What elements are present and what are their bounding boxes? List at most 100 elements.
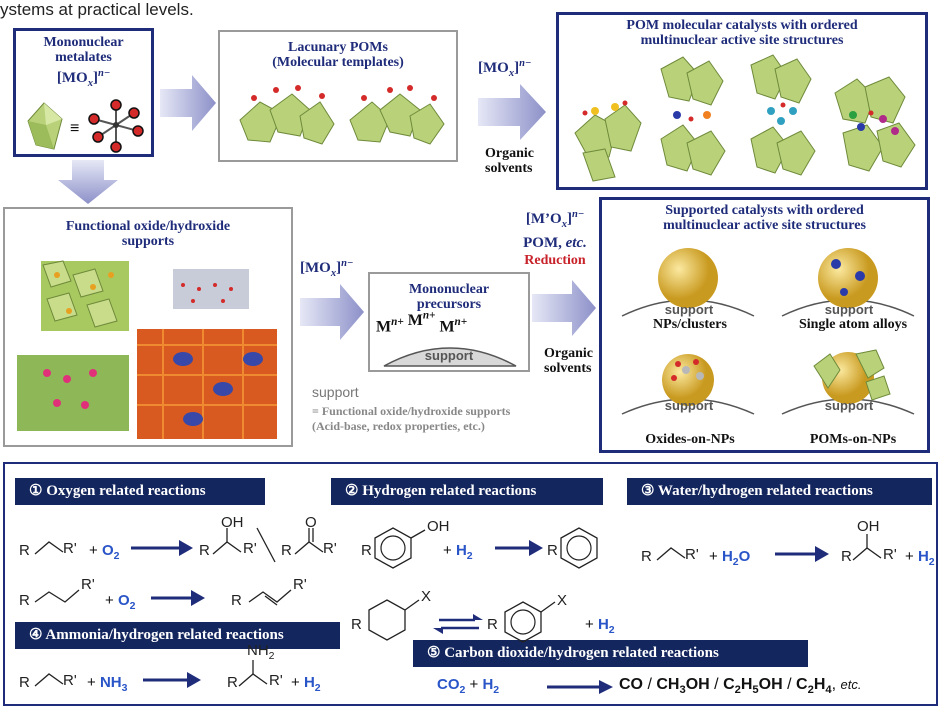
supported-title-2: multinuclear active site structures [663,218,866,233]
label-nps-clusters: NPs/clusters [653,317,727,332]
functional-title-1: Functional oxide/hydroxide [65,219,231,234]
r3-rp: R' [685,546,699,563]
r2-h2: + H2 [443,542,473,562]
r1b-r2: R [231,592,242,609]
arrow-right-3 [300,284,364,340]
r1a-r3: R [281,542,292,559]
r4-nh2: NH2 [247,642,275,662]
r3-rp2: R' [883,546,897,563]
arrow-right-4 [532,280,596,336]
r1a-o: O [305,514,317,531]
r4-r: R [19,674,30,691]
pom-catalysts-title-2: multinuclear active site structures [640,33,844,48]
r3-h2: + H2 [905,548,935,568]
support-structures [17,260,277,439]
r2-r4: R [487,616,498,633]
support-label-3: support [664,398,714,413]
r1a-r2: R [199,542,210,559]
r3-h2o: + H2O [709,548,751,568]
lacunary-title-1: Lacunary POMs [288,40,388,55]
r1a-r: R [19,542,30,559]
mononuclear-title-2: metalates [55,50,112,65]
precursor-support-label: support [424,348,474,363]
r5-products: CO / CH3OH / C2H5OH / C2H4, etc. [619,676,862,697]
pom-catalysts-title-1: POM molecular catalysts with ordered [626,18,858,33]
r1a-rp: R' [63,540,77,557]
support-dome [383,347,517,367]
r2-h2b: + H2 [585,616,615,636]
r3-oh: OH [857,518,880,535]
r1b-rp2: R' [293,576,307,593]
arrow2-label: [MOx]n− [300,258,354,279]
r4-h2: + H2 [291,674,321,694]
header-hydrogen: ② Hydrogen related reactions [331,478,603,505]
octahedron-icon: ≡ [27,99,144,153]
r4-rp2: R' [269,672,283,689]
r1a-oh: OH [221,514,244,531]
reaction-oxygen-alcohol-ketone [34,527,324,563]
label-oxides-on-nps: Oxides-on-NPs [645,432,735,447]
top-caption: ystems at practical levels. [0,0,194,19]
lacunary-pom-box: Lacunary POMs (Molecular templates) [218,30,458,162]
lacunary-title-2: (Molecular templates) [272,55,404,70]
reaction-oxygen-alkene [34,589,292,606]
r1b-o2: + O2 [105,592,136,612]
r2-r3: R [351,616,362,633]
r1a-rp3: R' [323,540,337,557]
r4-nh3: + NH3 [87,674,128,694]
r2-r1: R [361,542,372,559]
reaction-hydrogen [368,527,598,643]
r2-x1: X [421,588,432,605]
reaction-ammonia [34,660,268,688]
precursors-title-2: precursors [416,297,482,312]
arrow-right-1 [160,75,216,131]
r2-r2: R [547,542,558,559]
r5-arrow [547,680,613,694]
lacunary-pom-structures [239,85,445,145]
supported-lower-structures [621,349,915,415]
support-note-text: = Functional oxide/hydroxide supports(Ac… [312,404,511,433]
mononuclear-title-1: Mononuclear [43,35,124,50]
r4-r2: R [227,674,238,691]
label-single-atom-alloys: Single atom alloys [798,317,908,332]
arrow1-label: [MOx]n− [478,58,532,79]
support-label-1: support [664,302,714,317]
arrow-down [58,160,118,204]
header-co2: ⑤ Carbon dioxide/hydrogen related reacti… [413,640,808,667]
support-label-2: support [824,302,874,317]
supported-title-1: Supported catalysts with ordered [665,203,864,218]
functional-supports-box: Functional oxide/hydroxide supports [3,207,293,447]
functional-title-2: supports [121,234,175,249]
header-water: ③ Water/hydrogen related reactions [627,478,932,505]
r4-rp: R' [63,672,77,689]
precursors-title-1: Mononuclear [408,282,490,297]
label-poms-on-nps: POMs-on-NPs [809,432,897,447]
arrow3-label: [M’Ox]n− POM, etc. Reduction [523,209,587,268]
r1a-rp2: R' [243,540,257,557]
mononuclear-metalates-box: Mononuclear metalates [MOx]n− ≡ [13,28,154,157]
r1b-r: R [19,592,30,609]
supported-upper-structures [621,248,915,317]
supported-catalysts-box: Supported catalysts with ordered multinu… [599,197,930,453]
header-oxygen: ① Oxygen related reactions [15,478,265,505]
r3-r: R [641,548,652,565]
r5-reactants: CO2 + H2 [437,676,500,696]
support-note-word: support [312,384,359,400]
pom-catalyst-structures [574,54,916,182]
r2-x2: X [557,592,568,609]
pom-molecular-catalysts-box: POM molecular catalysts with ordered mul… [556,12,928,190]
r1a-o2: + O2 [89,542,120,562]
precursor-ions: Mn+ Mn+ Mn+ [376,310,468,336]
mononuclear-formula: [MOx]n− [56,68,111,89]
reactions-panel: ① Oxygen related reactions ② Hydrogen re… [3,462,938,706]
support-label-4: support [824,398,874,413]
svg-text:≡: ≡ [70,120,79,137]
precursors-box: Mononuclear precursors Mn+ Mn+ Mn+ suppo… [368,272,530,372]
reaction-water [656,534,882,562]
r1b-rp: R' [81,576,95,593]
header-ammonia: ④ Ammonia/hydrogen related reactions [15,622,340,649]
r2-oh: OH [427,518,450,535]
arrow-right-2 [478,84,546,140]
